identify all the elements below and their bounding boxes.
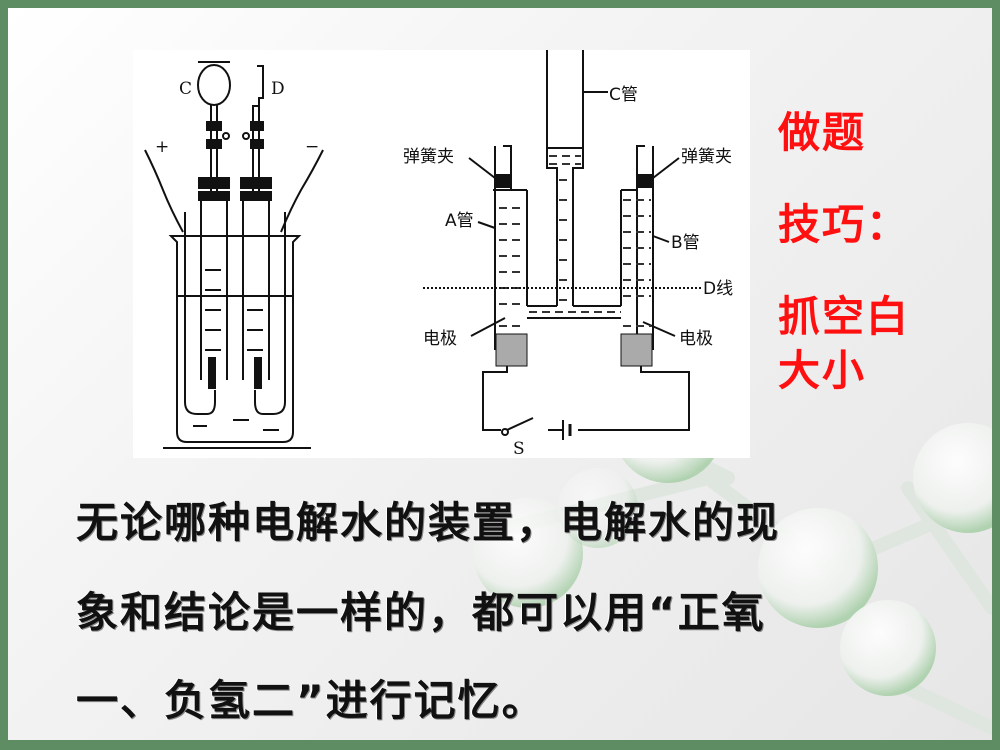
label-plus: + (155, 137, 169, 157)
label-spring-clip-right: 弹簧夹 (681, 147, 732, 167)
label-minus: − (305, 137, 319, 157)
tip-line-3: 抓空白 (778, 292, 911, 341)
label-spring-clip-left: 弹簧夹 (403, 147, 454, 167)
label-d-line: D线 (703, 279, 733, 299)
label-switch: S (513, 439, 525, 458)
apparatus-figure: C D + − (133, 50, 750, 458)
label-b-tube: B管 (671, 233, 700, 253)
beaker-apparatus-diagram (144, 61, 324, 449)
tip-line-1: 做题 (778, 108, 867, 157)
label-electrode-left: 电极 (423, 329, 457, 349)
body-line-3: 一、负氢二”进行记忆。 (76, 676, 546, 725)
tip-line-4: 大小 (778, 346, 867, 395)
u-tube-apparatus-diagram (468, 50, 690, 440)
label-c-tube: C管 (609, 85, 638, 105)
body-line-1: 无论哪种电解水的装置，电解水的现 (76, 498, 781, 547)
slide: C D + − (8, 8, 992, 740)
label-electrode-right: 电极 (679, 329, 713, 349)
body-line-2: 象和结论是一样的，都可以用“正氧 (76, 588, 766, 637)
label-d: D (271, 79, 285, 99)
label-a-tube: A管 (445, 211, 474, 231)
tip-line-2: 技巧： (778, 200, 911, 249)
label-c: C (179, 79, 192, 99)
